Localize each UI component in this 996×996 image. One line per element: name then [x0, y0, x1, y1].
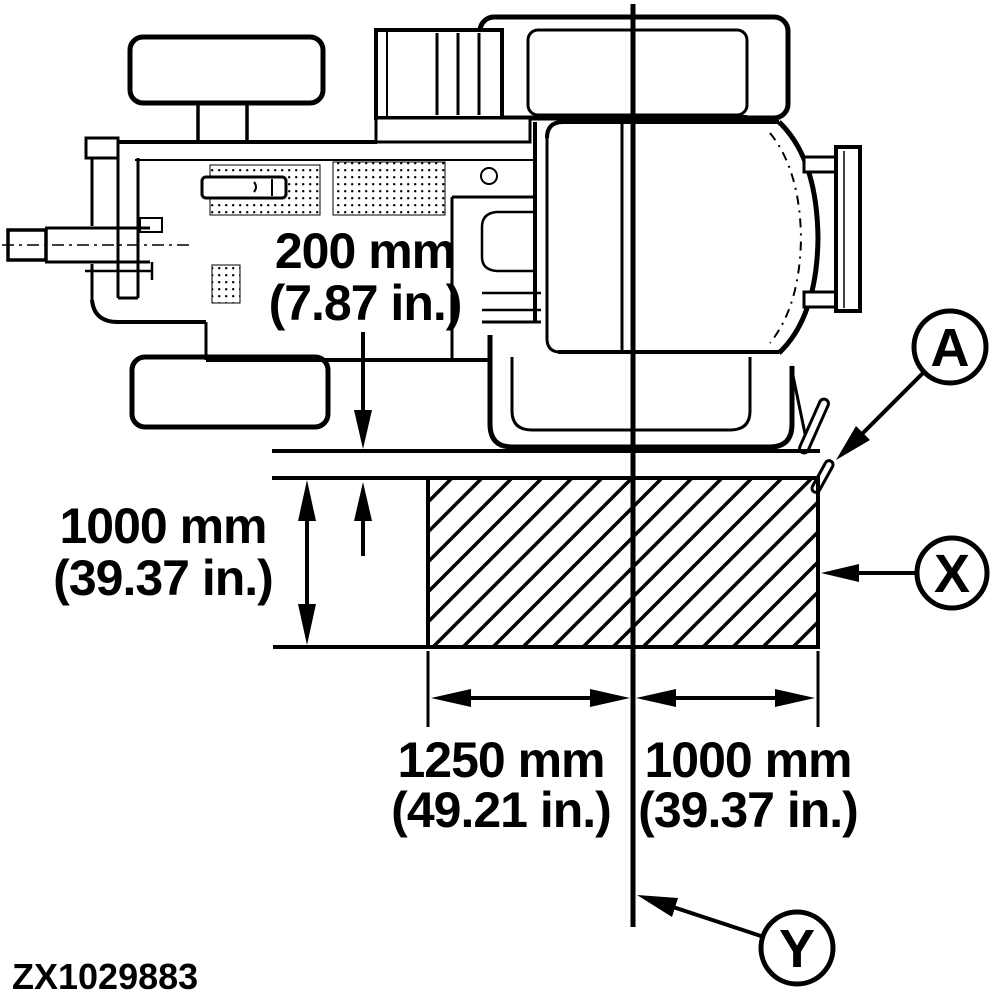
label-zone-width-left-metric: 1250 mm: [397, 732, 604, 788]
figure-code: ZX1029883: [12, 956, 198, 996]
dimension-1000mm-depth: [298, 480, 316, 645]
front-right-wheel: [129, 354, 331, 430]
label-zone-width-left-imperial: (49.21 in.): [391, 782, 611, 838]
engine-block-pattern: [200, 161, 498, 304]
callout-x: X: [821, 535, 990, 611]
dimension-200mm: [354, 332, 372, 556]
callout-a-circle: [911, 308, 989, 386]
callout-x-label: X: [934, 544, 970, 604]
dimension-labels: 200 mm (7.87 in.) 1000 mm (39.37 in.) 12…: [53, 223, 859, 838]
front-axle: [2, 226, 192, 280]
rear-left-wheel: [374, 14, 791, 144]
dimension-drawing: [272, 4, 820, 927]
front-left-wheel: [127, 34, 326, 142]
callout-y-label: Y: [779, 919, 815, 979]
bolt-detail: [480, 167, 498, 185]
label-zone-depth-imperial: (39.37 in.): [53, 550, 273, 606]
label-clearance-imperial: (7.87 in.): [269, 275, 462, 331]
label-clearance-metric: 200 mm: [275, 223, 455, 279]
seat: [545, 115, 821, 355]
tractor-top-view: [2, 14, 862, 494]
callout-a: A: [836, 308, 989, 460]
pto-shaft: [200, 175, 288, 200]
dimension-1000mm-width: [636, 689, 815, 707]
callout-a-label: A: [931, 318, 970, 378]
label-zone-width-right-metric: 1000 mm: [644, 732, 851, 788]
callout-y-circle: [758, 909, 836, 987]
callout-x-circle: [914, 535, 990, 611]
dimension-1250mm-width: [431, 689, 630, 707]
rear-hitch: [802, 145, 862, 313]
chassis-body: [84, 136, 535, 362]
callout-y: Y: [637, 895, 836, 987]
label-zone-width-right-imperial: (39.37 in.): [638, 782, 858, 838]
label-zone-depth-metric: 1000 mm: [59, 498, 266, 554]
operator-platform: [450, 122, 541, 360]
hazard-zone-hatched-area: [426, 476, 820, 649]
